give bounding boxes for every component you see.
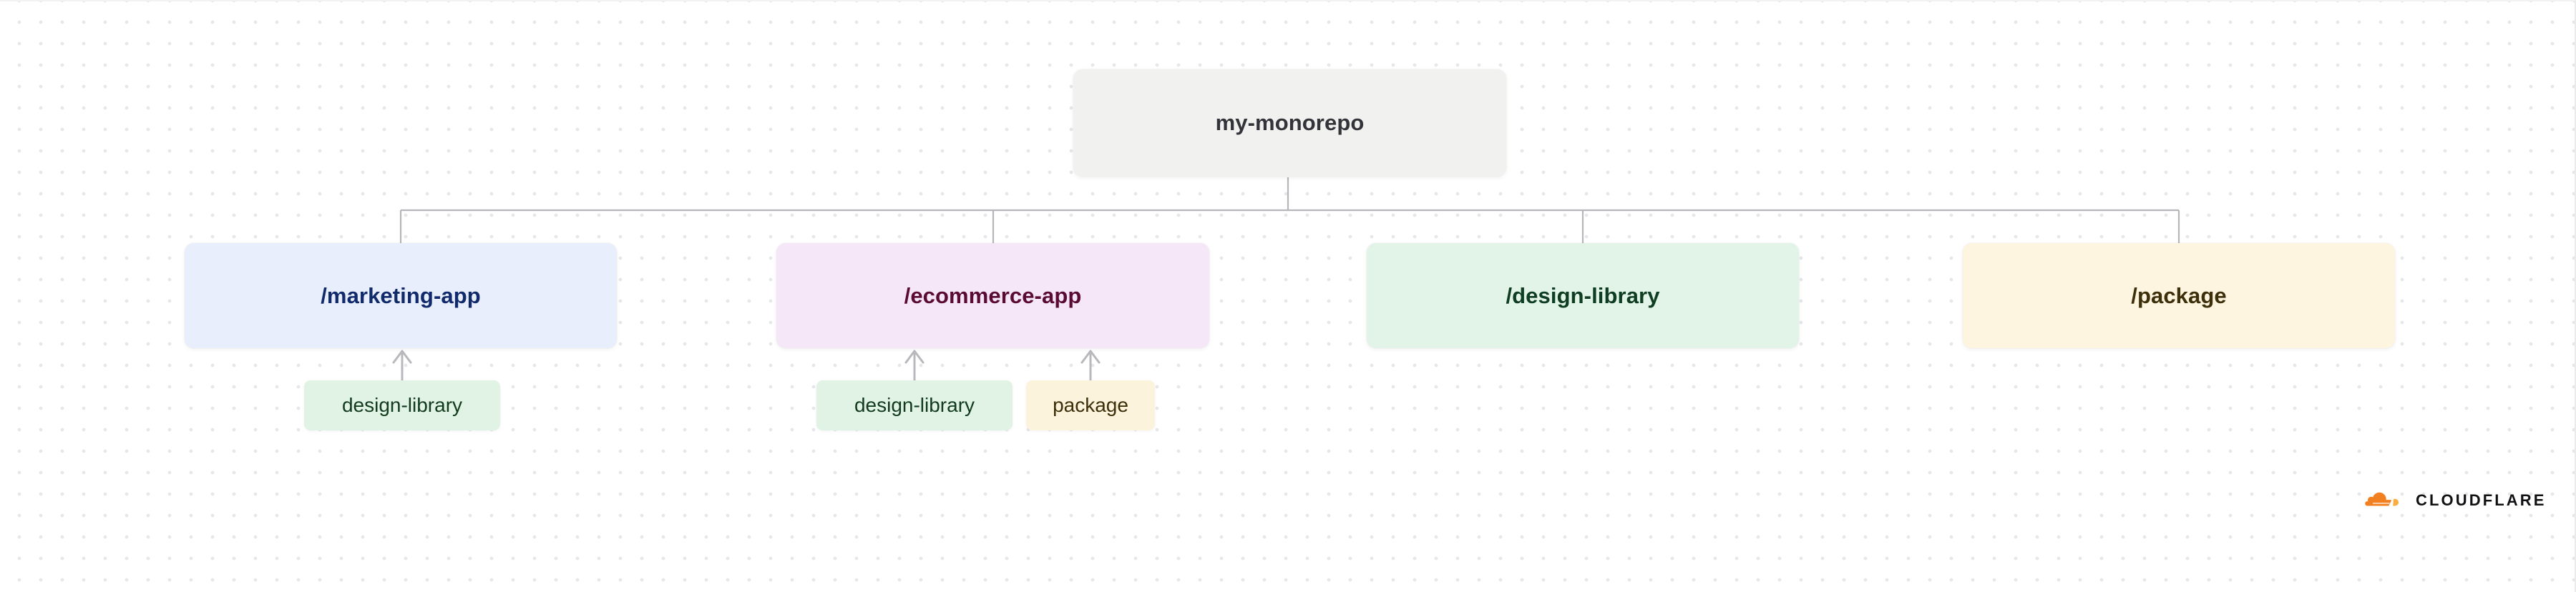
node-label: /marketing-app bbox=[321, 282, 481, 308]
chip-label: package bbox=[1053, 394, 1128, 416]
chip-ecommerce-design-library[interactable]: design-library bbox=[816, 380, 1013, 430]
node-label: /package bbox=[2131, 282, 2227, 308]
node-label: /ecommerce-app bbox=[904, 282, 1082, 308]
node-label: my-monorepo bbox=[1215, 110, 1365, 135]
node-ecommerce-app[interactable]: /ecommerce-app bbox=[776, 243, 1209, 348]
cloudflare-cloud-icon bbox=[2365, 492, 2399, 506]
chip-marketing-design-library[interactable]: design-library bbox=[304, 380, 500, 430]
chip-label: design-library bbox=[854, 394, 975, 416]
node-label: /design-library bbox=[1506, 282, 1660, 308]
node-package[interactable]: /package bbox=[1963, 243, 2395, 348]
edge-ecommerce-design-library bbox=[904, 350, 924, 380]
edge-ecommerce-package bbox=[1080, 350, 1101, 380]
node-design-library[interactable]: /design-library bbox=[1367, 243, 1799, 348]
node-marketing-app[interactable]: /marketing-app bbox=[185, 243, 617, 348]
edge-marketing-design-library bbox=[392, 350, 412, 380]
chip-ecommerce-package[interactable]: package bbox=[1026, 380, 1155, 430]
cloudflare-logo: CLOUDFLARE bbox=[2363, 490, 2547, 510]
cloudflare-wordmark: CLOUDFLARE bbox=[2416, 491, 2547, 509]
chip-label: design-library bbox=[341, 394, 463, 416]
node-my-monorepo[interactable]: my-monorepo bbox=[1073, 69, 1506, 177]
